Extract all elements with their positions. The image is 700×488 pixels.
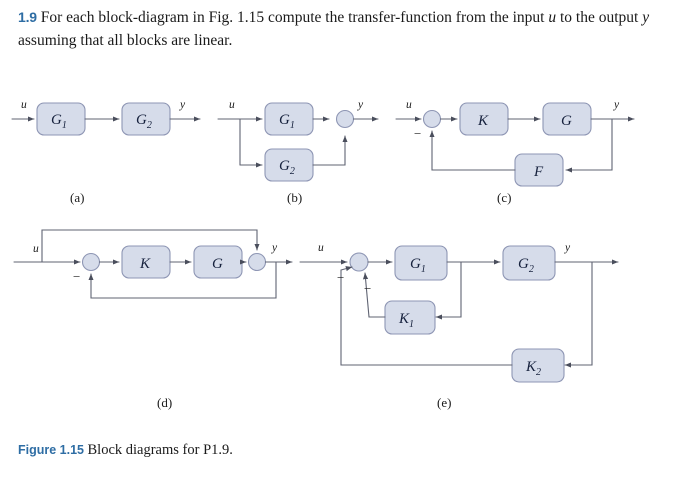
panel-b-output-label: y [357,99,364,111]
panel-e-sum-junction [349,252,369,272]
panel-d-feedback [88,261,277,299]
block-diagram-svg: u G1 G2 y (a) u G1 G2 y (b) u − K G F y … [11,99,635,410]
panel-c-block-f-label: F [533,164,544,180]
panel-e-k2-return [340,266,513,366]
panel-a-output-label: y [179,99,186,111]
panel-e-output-label: y [564,242,571,254]
panel-a-input-label: u [21,99,27,111]
panel-b-input-label: u [229,99,235,111]
panel-c-block-k-label: K [477,113,489,129]
problem-statement: 1.9 For each block-diagram in Fig. 1.15 … [18,6,682,53]
panel-e-minus-sign-1: − [337,270,344,285]
panel-c-output-label: y [613,99,620,111]
panel-d-input-label: u [33,243,39,255]
figure-block-diagrams: u G1 G2 y (a) u G1 G2 y (b) u − K G F y … [0,82,700,432]
problem-input-symbol: u [548,9,557,26]
panel-e-inner-loop-tap [435,261,462,320]
panel-d-block-g-label: G [212,256,223,272]
panel-d [13,229,293,299]
panel-b-caption: (b) [287,190,302,205]
figure-caption-text: Block diagrams for P1.9. [87,442,233,458]
panel-b-g2-to-sum [312,135,348,166]
panel-a [11,102,201,136]
problem-text-part2: to the output [556,9,643,26]
problem-output-symbol: y [642,9,650,26]
panel-c-feedback-tap [565,118,613,173]
panel-b [217,102,379,182]
panel-c-feedback-return [429,130,516,171]
panel-a-caption: (a) [70,190,84,205]
figure-caption-label: Figure 1.15 [18,443,84,457]
panel-e-input-label: u [318,242,324,254]
figure-caption: Figure 1.15 Block diagrams for P1.9. [18,442,233,459]
problem-text-part1: For each block-diagram in Fig. 1.15 comp… [40,9,549,26]
panel-e-caption: (e) [437,395,451,410]
panel-c-input-label: u [406,99,412,111]
panel-d-block-k-label: K [139,256,151,272]
problem-number: 1.9 [18,9,37,25]
panel-d-caption: (d) [157,395,172,410]
panel-d-feedforward [41,229,260,263]
panel-c-sum-junction [422,109,442,129]
problem-text-part3: assuming that all blocks are linear. [18,32,233,50]
panel-d-sum-junction-2 [247,252,267,272]
panel-e [299,245,619,383]
panel-e-block-g2 [502,245,556,281]
panel-e-minus-sign-2: − [364,281,371,296]
panel-e-k1-return [362,272,386,318]
panel-d-output-label: y [271,242,278,254]
panel-b-sum-junction [335,109,355,129]
panel-d-sum-junction-1 [81,252,101,272]
panel-c-minus-sign: − [414,126,421,141]
panel-e-block-g1 [394,245,448,281]
panel-e-outer-loop-tap [564,261,593,368]
panel-d-minus-sign: − [73,269,80,284]
panel-c [395,102,635,187]
panel-c-block-g-label: G [561,113,572,129]
panel-c-caption: (c) [497,190,511,205]
